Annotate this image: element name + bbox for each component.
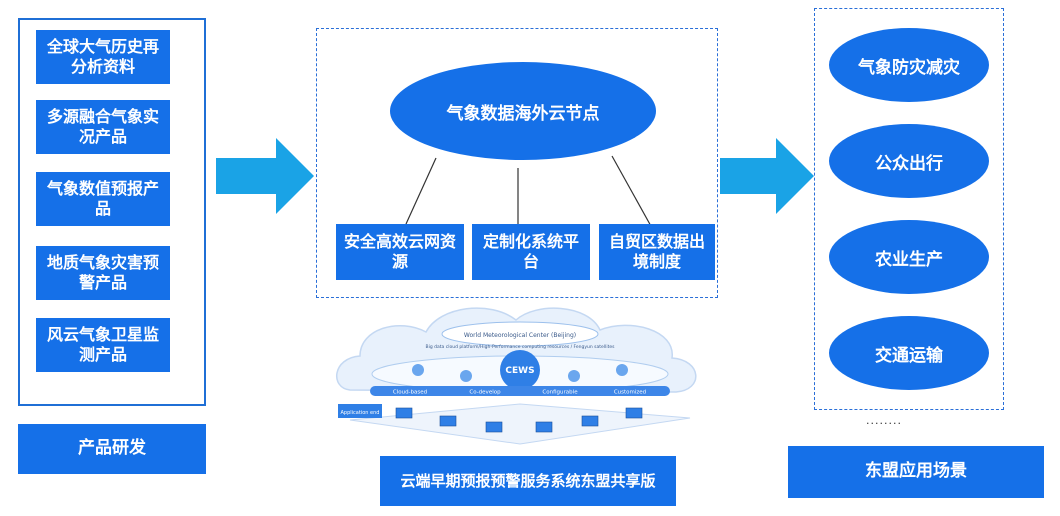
illustration-center-label: CEWS [505, 366, 534, 376]
arrow-icon-right [720, 138, 814, 214]
support-box-network: 安全高效云网资源 [336, 224, 464, 280]
ellipsis: ........ [866, 414, 902, 427]
scenario-disaster-prevention: 气象防灾减灾 [829, 28, 989, 102]
product-box-nwp: 气象数值预报产品 [36, 172, 170, 226]
system-caption: 云端早期预报预警服务系统东盟共享版 [380, 456, 676, 506]
product-box-satellite: 风云气象卫星监测产品 [36, 318, 170, 372]
product-box-reanalysis: 全球大气历史再分析资料 [36, 30, 170, 84]
scenario-panel [814, 8, 1004, 410]
product-caption: 产品研发 [18, 424, 206, 474]
product-box-observation: 多源融合气象实况产品 [36, 100, 170, 154]
scenario-agriculture: 农业生产 [829, 220, 989, 294]
cews-illustration: World Meteorological Center (Beijing) Bi… [335, 307, 697, 445]
scenario-public-travel: 公众出行 [829, 124, 989, 198]
support-box-data-policy: 自贸区数据出境制度 [599, 224, 715, 280]
scenario-transportation: 交通运输 [829, 316, 989, 390]
product-box-disaster-warning: 地质气象灾害预警产品 [36, 246, 170, 300]
illustration-sub-label: Big data cloud platform/High-Performance… [426, 344, 616, 350]
connector-lines [405, 155, 653, 229]
cloud-node-panel [316, 28, 718, 298]
chip-label-customized: Customized [614, 390, 646, 396]
scenario-caption: 东盟应用场景 [788, 446, 1044, 498]
arrow-icon-left [216, 138, 314, 214]
illustration-app-label: Application end [341, 410, 380, 416]
support-box-platform: 定制化系统平台 [472, 224, 590, 280]
illustration-top-label: World Meteorological Center (Beijing) [464, 332, 576, 339]
cloud-node-ellipse: 气象数据海外云节点 [390, 62, 656, 160]
chip-label-co-develop: Co-develop [469, 390, 501, 396]
chip-label-cloud-based: Cloud-based [393, 390, 427, 396]
chip-label-configurable: Configurable [542, 390, 578, 396]
